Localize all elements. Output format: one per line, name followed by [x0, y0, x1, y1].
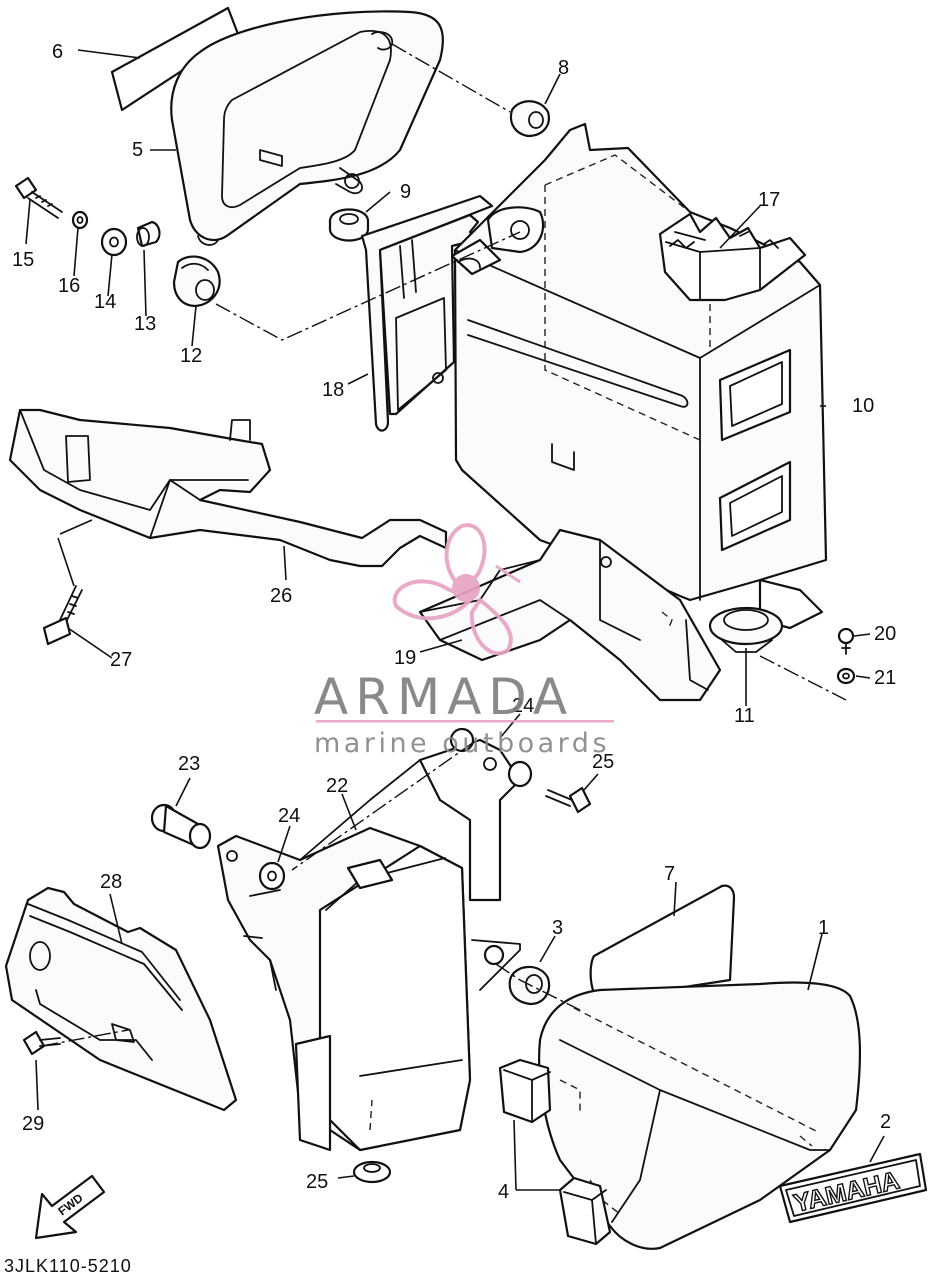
callout-15: 15	[12, 249, 34, 271]
part-4-damper-b	[558, 1176, 612, 1246]
watermark-tagline: marine outboards	[314, 728, 610, 759]
callout-24-top: 24	[512, 695, 534, 717]
leader-lines	[25, 43, 885, 1191]
part-26-grommet	[352, 1160, 392, 1184]
part-5-upper-cover	[170, 10, 444, 246]
callout-2: 2	[880, 1111, 891, 1133]
watermark-divider	[316, 720, 614, 723]
part-28-bolt	[42, 585, 83, 646]
callout-29: 28	[100, 871, 122, 893]
callout-11: 11	[734, 705, 755, 727]
part-19-lower-bracket	[418, 528, 722, 702]
callout-4: 4	[498, 1181, 509, 1203]
callout-8: 8	[558, 57, 569, 79]
part-17-foam-pad	[658, 212, 807, 302]
part-27-bracket	[8, 408, 448, 568]
part-25-bolt	[545, 786, 592, 814]
part-8-grommet	[509, 100, 550, 138]
part-7-decal	[589, 884, 736, 1002]
callout-14: 14	[94, 291, 116, 313]
part-22-case	[216, 738, 522, 1152]
callout-28: 27	[110, 649, 132, 671]
part-29-side-panel	[4, 886, 238, 1112]
callout-23: 23	[178, 753, 200, 775]
callout-22: 22	[326, 775, 348, 797]
part-23-collar	[150, 803, 212, 850]
part-24-washer-a	[258, 861, 286, 891]
part-14-washer	[100, 227, 128, 257]
watermark-logo: ARMADA marine outboards	[314, 523, 614, 759]
callout-3: 3	[552, 917, 563, 939]
drawing-code: 3JLK110-5210	[4, 1256, 132, 1275]
callout-7: 7	[664, 863, 675, 885]
watermark-brand: ARMADA	[314, 668, 574, 726]
propeller-icon	[392, 523, 521, 656]
callout-19: 19	[394, 647, 416, 669]
part-3-grommet	[508, 965, 551, 1006]
part-9-grommet	[328, 208, 370, 242]
callout-30: 29	[22, 1113, 44, 1135]
part-10-battery-box	[450, 122, 828, 602]
part-16-washer	[71, 210, 89, 230]
callout-21: 21	[874, 667, 896, 689]
part-4-damper-a	[498, 1058, 552, 1124]
callout-10: 10	[852, 395, 874, 417]
callout-20: 20	[874, 623, 896, 645]
callout-numbers: 6 5 8 9 17 15 16 14 13 12 18 10 26 27 19…	[12, 41, 896, 1203]
fwd-arrow-icon: FWD	[34, 1174, 106, 1240]
part-13-collar	[136, 220, 161, 248]
callout-26: 25	[306, 1171, 328, 1193]
callout-9: 9	[400, 181, 411, 203]
part-12-grommet	[172, 255, 221, 308]
callout-27: 26	[270, 585, 292, 607]
callout-18: 18	[322, 379, 344, 401]
part-11-grommet	[708, 578, 824, 653]
callout-13: 13	[134, 313, 156, 335]
part-20-screw	[837, 627, 855, 655]
part-21-nut	[836, 667, 856, 685]
part-15-bolt	[14, 176, 63, 219]
callout-6: 6	[52, 41, 63, 63]
callout-16: 16	[58, 275, 80, 297]
callout-1: 1	[818, 917, 829, 939]
callout-17: 17	[758, 189, 780, 211]
callout-12: 12	[180, 345, 202, 367]
part-1-side-cover	[538, 981, 861, 1250]
callout-5: 5	[132, 139, 143, 161]
callout-24-mid: 24	[278, 805, 300, 827]
callout-25: 25	[592, 751, 614, 773]
